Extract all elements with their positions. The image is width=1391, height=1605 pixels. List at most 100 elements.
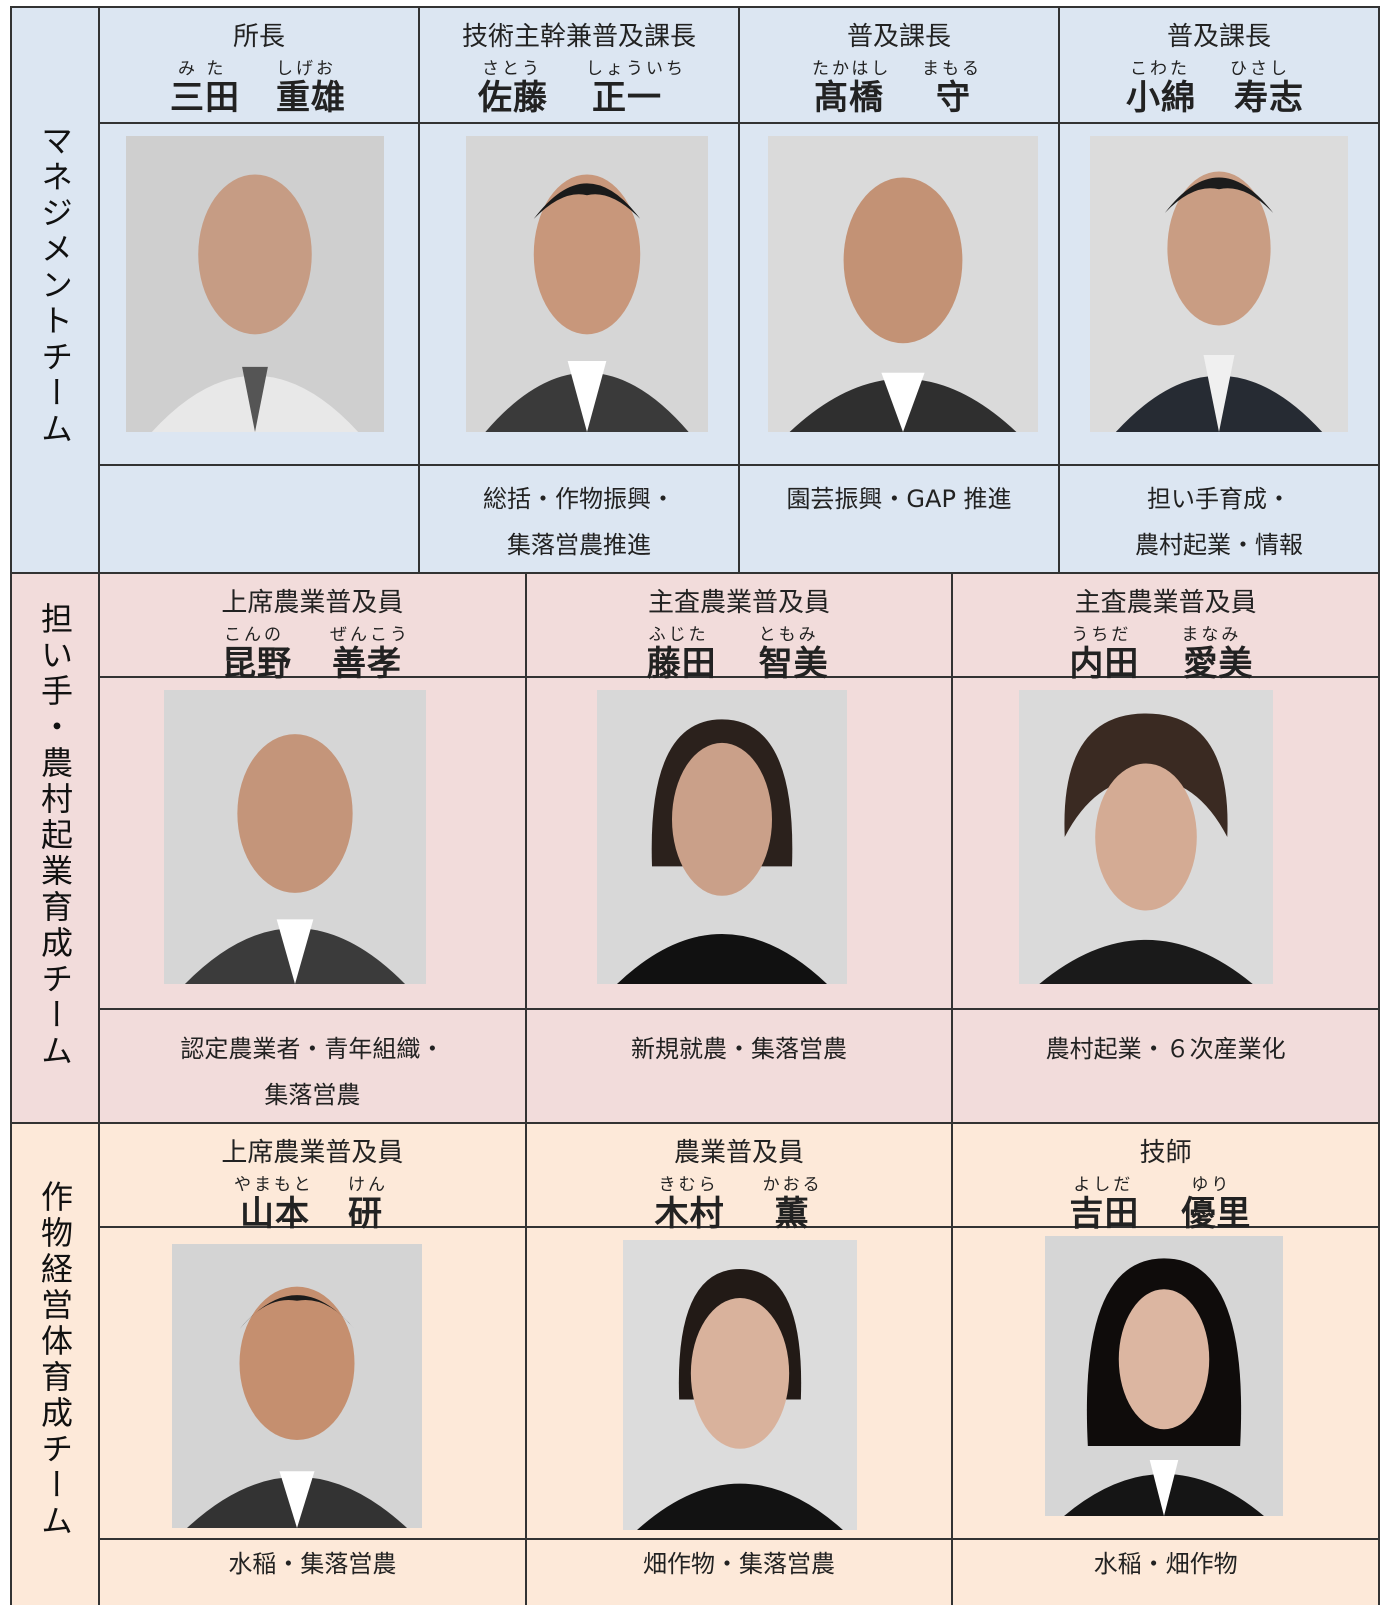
photo-area: [953, 678, 1379, 1010]
duty-line-2: 集落営農: [264, 1081, 361, 1109]
duty-line-1: 畑作物・集落営農: [643, 1550, 835, 1578]
member-duties: 園芸振興・GAP 推進: [740, 474, 1058, 572]
member-photo: [172, 1244, 422, 1528]
member-duties: 新規就農・集落営農: [527, 1024, 952, 1122]
name-ruby-family: たかはし: [812, 59, 892, 79]
member-given-name: 智美: [758, 644, 829, 684]
member-header: 上席農業普及員 やまもと けん 山本 研: [100, 1124, 525, 1234]
team-ninaite: 担い手・農村起業育成チーム 上席農業普及員 こんの ぜんこう 昆野 善孝: [10, 572, 1380, 1124]
member-duties: 水稲・畑作物: [953, 1539, 1378, 1605]
name-ruby-family: やまもと: [234, 1175, 314, 1195]
name-ruby-family: み た: [178, 59, 227, 79]
name-ruby-given: しょういち: [586, 59, 686, 79]
name-ruby-given: まなみ: [1181, 625, 1242, 645]
photo-area: [100, 124, 418, 466]
member-photo: [1019, 690, 1274, 984]
member-given-name: 薫: [774, 1194, 810, 1234]
duty-line-1: 園芸振興・GAP 推進: [786, 485, 1012, 513]
member-duties: 総括・作物振興・ 集落営農推進: [420, 474, 738, 572]
member-grid: 所長 み た しげお 三田 重雄: [100, 8, 1378, 572]
name-ruby-family: こんの: [224, 625, 284, 645]
member-role: 上席農業普及員: [221, 1138, 404, 1168]
member-name-block: こわた ひさし 小綿 寿志: [1060, 52, 1378, 118]
member-given-name: 正一: [592, 78, 662, 118]
member-photo: [126, 136, 384, 432]
member-header: 技術主幹兼普及課長 さとう しょういち 佐藤 正一: [420, 8, 738, 124]
member-name-block: こんの ぜんこう 昆野 善孝: [100, 618, 525, 684]
duty-line-1: 総括・作物振興・: [483, 485, 675, 513]
duty-line-1: 農村起業・６次産業化: [1045, 1035, 1286, 1063]
member-given-name: 寿志: [1234, 78, 1304, 118]
name-ruby-given: ぜんこう: [330, 625, 410, 645]
name-ruby-family: きむら: [658, 1175, 719, 1195]
member-header: 普及課長 こわた ひさし 小綿 寿志: [1060, 8, 1378, 124]
member-photo: [768, 136, 1038, 432]
name-ruby-family: うちだ: [1071, 625, 1132, 645]
member-given-name: 守: [936, 78, 971, 118]
team-name: 担い手・農村起業育成チーム: [36, 602, 74, 1070]
member-name-block: さとう しょういち 佐藤 正一: [420, 52, 738, 118]
duty-line-1: 担い手育成・: [1147, 485, 1291, 513]
member-name-block: よしだ ゆり 吉田 優里: [953, 1168, 1378, 1234]
member-name-block: たかはし まもる 髙橋 守: [740, 52, 1058, 118]
photo-area: [100, 1228, 525, 1540]
member-family-name: 佐藤: [478, 78, 548, 118]
member-card: 主査農業普及員 ふじた ともみ 藤田 智美 新規就農・集落営農: [524, 574, 952, 1122]
member-card: 普及課長 こわた ひさし 小綿 寿志 担い手育成・ 農村起業・情報: [1058, 8, 1378, 572]
name-ruby-given: しげお: [276, 59, 336, 79]
member-card: 上席農業普及員 こんの ぜんこう 昆野 善孝 認定農業者・青年組織・ 集落営農: [100, 574, 525, 1122]
name-ruby-given: まもる: [922, 59, 982, 79]
name-ruby-given: けん: [348, 1175, 388, 1195]
member-role: 普及課長: [846, 22, 951, 52]
duty-line-2: 農村起業・情報: [1135, 531, 1303, 559]
member-role: 主査農業普及員: [648, 588, 831, 618]
member-role: 普及課長: [1166, 22, 1271, 52]
team-name: マネジメントチーム: [36, 124, 74, 448]
member-header: 上席農業普及員 こんの ぜんこう 昆野 善孝: [100, 574, 525, 684]
photo-area: [740, 124, 1058, 466]
member-given-name: 善孝: [332, 644, 402, 684]
member-family-name: 木村: [654, 1194, 725, 1234]
member-grid: 上席農業普及員 こんの ぜんこう 昆野 善孝 認定農業者・青年組織・ 集落営農: [100, 574, 1379, 1122]
member-family-name: 髙橋: [814, 78, 884, 118]
member-duties: 畑作物・集落営農: [527, 1539, 952, 1605]
name-ruby-family: よしだ: [1073, 1175, 1134, 1195]
member-family-name: 吉田: [1069, 1194, 1140, 1234]
photo-area: [100, 678, 525, 1010]
name-ruby-given: ゆり: [1191, 1175, 1232, 1195]
duty-line-1: 水稲・畑作物: [1093, 1550, 1238, 1578]
team-label: 担い手・農村起業育成チーム: [12, 574, 100, 1122]
member-family-name: 昆野: [222, 644, 292, 684]
member-header: 所長 み た しげお 三田 重雄: [100, 8, 418, 124]
duty-line-1: 新規就農・集落営農: [631, 1035, 847, 1063]
team-label: 作物経営体育成チーム: [12, 1124, 100, 1605]
member-header: 技師 よしだ ゆり 吉田 優里: [953, 1124, 1379, 1234]
team-management: マネジメントチーム 所長 み た しげお 三田 重雄: [10, 6, 1380, 574]
member-family-name: 小綿: [1126, 78, 1196, 118]
member-duties: 担い手育成・ 農村起業・情報: [1060, 474, 1378, 572]
member-photo: [466, 136, 708, 432]
duty-line-2: 集落営農推進: [507, 531, 651, 559]
member-family-name: 内田: [1069, 644, 1140, 684]
photo-area: [526, 1228, 952, 1540]
member-header: 農業普及員 きむら かおる 木村 薫: [526, 1124, 952, 1234]
member-card: 普及課長 たかはし まもる 髙橋 守 園芸振興・GAP 推進: [738, 8, 1058, 572]
duty-line-1: 水稲・集落営農: [228, 1550, 397, 1578]
member-role: 技術主幹兼普及課長: [461, 22, 696, 52]
member-header: 主査農業普及員 ふじた ともみ 藤田 智美: [526, 574, 952, 684]
member-given-name: 優里: [1181, 1194, 1252, 1234]
member-card: 所長 み た しげお 三田 重雄: [100, 8, 418, 572]
member-given-name: 愛美: [1183, 644, 1254, 684]
member-given-name: 重雄: [276, 78, 346, 118]
member-duties: 水稲・集落営農: [100, 1539, 525, 1605]
photo-area: [953, 1228, 1379, 1540]
member-duties: 認定農業者・青年組織・ 集落営農: [100, 1024, 525, 1122]
member-role: 技師: [1139, 1138, 1192, 1168]
member-family-name: 山本: [240, 1194, 310, 1234]
name-ruby-family: こわた: [1130, 59, 1190, 79]
photo-area: [420, 124, 738, 466]
member-role: 所長: [232, 22, 285, 52]
name-ruby-given: ひさし: [1230, 59, 1290, 79]
member-family-name: 三田: [170, 78, 240, 118]
